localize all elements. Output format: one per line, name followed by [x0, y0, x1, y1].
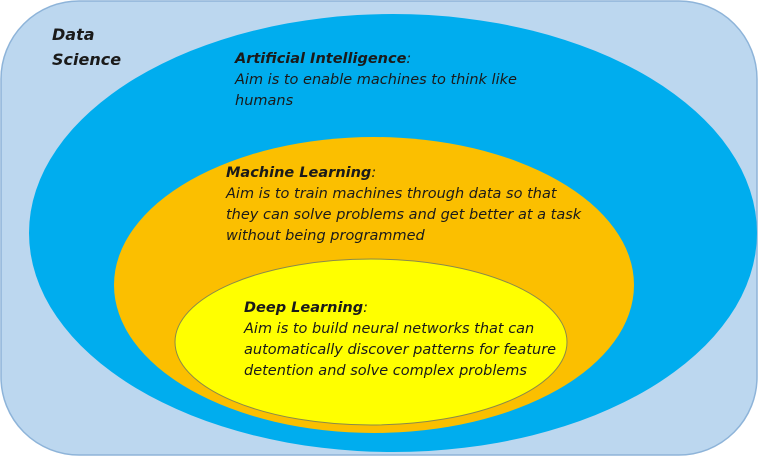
ai-title: Artificial Intelligence — [235, 51, 407, 67]
ml-description-line3: without being programmed — [226, 228, 425, 244]
data-science-label-line2: Science — [52, 50, 122, 69]
ml-title-colon: : — [371, 165, 377, 181]
dl-title-colon: : — [363, 300, 369, 316]
ml-description-line1: Aim is to train machines through data so… — [226, 186, 557, 202]
dl-description-line1: Aim is to build neural networks that can — [244, 321, 535, 337]
ai-description-line1: Aim is to enable machines to think like — [235, 72, 517, 88]
dl-title: Deep Learning — [244, 300, 364, 316]
dl-description-line3: detention and solve complex problems — [244, 363, 527, 379]
dl-description-line2: automatically discover patterns for feat… — [244, 342, 557, 358]
ai-title-colon: : — [406, 51, 412, 67]
ml-title: Machine Learning — [226, 165, 372, 181]
data-science-label-line1: Data — [52, 25, 95, 44]
ml-label: Machine Learning: Aim is to train machin… — [226, 163, 581, 247]
ai-label: Artificial Intelligence: Aim is to enabl… — [235, 49, 517, 112]
ai-description-line2: humans — [235, 93, 294, 109]
dl-label: Deep Learning: Aim is to build neural ne… — [244, 298, 556, 382]
dl-ellipse — [174, 258, 568, 426]
data-science-label: Data Science — [52, 22, 121, 72]
ml-description-line2: they can solve problems and get better a… — [226, 207, 582, 223]
